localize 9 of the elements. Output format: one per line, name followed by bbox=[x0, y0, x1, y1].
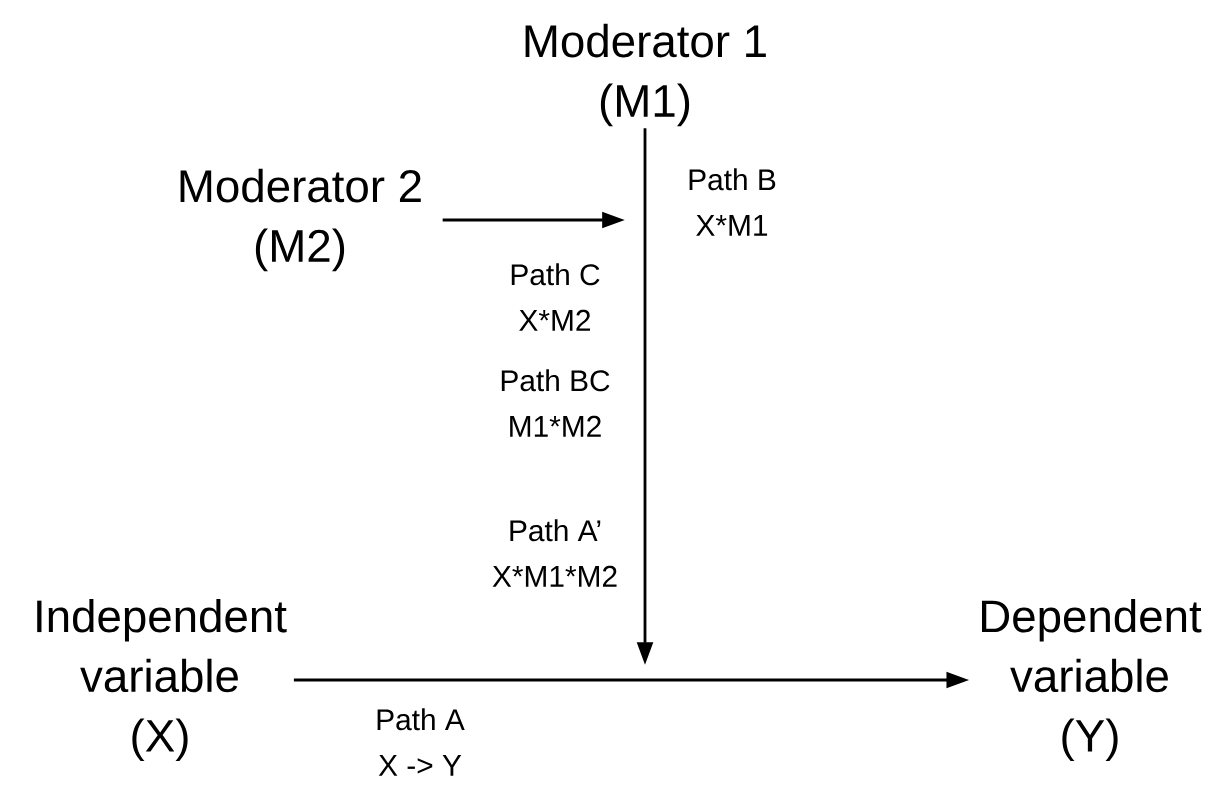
variable-label: Dependent variable (Y) bbox=[982, 599, 1202, 761]
path-label: Path C X*M2 bbox=[491, 261, 619, 333]
path-label: Path A’ X*M1*M2 bbox=[492, 519, 617, 587]
variable-label: Moderator 1 (M1) bbox=[525, 23, 766, 127]
variable-label: Moderator 2 (M2) bbox=[180, 168, 421, 272]
path-label: Path A X -> Y bbox=[365, 706, 475, 778]
path-label: Path B X*M1 bbox=[668, 166, 796, 238]
path-label: Path BC M1*M2 bbox=[501, 369, 610, 437]
variable-label: Independent variable (X) bbox=[37, 599, 287, 761]
